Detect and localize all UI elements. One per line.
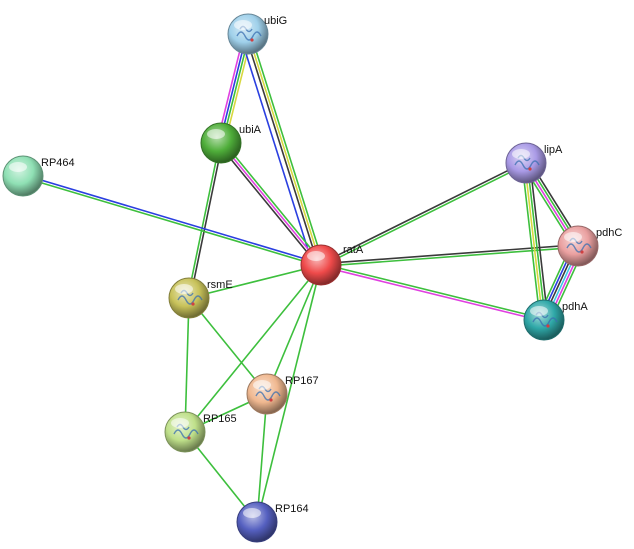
node-sphere[interactable] (300, 244, 342, 286)
node-sphere[interactable] (2, 155, 44, 197)
node-sphere[interactable] (168, 277, 210, 319)
node-highlight (175, 284, 193, 294)
edge-line-green (526, 162, 547, 320)
node-highlight (530, 306, 548, 316)
edge-line-green (321, 262, 545, 320)
edge-rsmE-RP165 (184, 297, 190, 433)
structure-dot-icon (528, 167, 532, 171)
edge-ubiG-ratA (239, 36, 315, 268)
edge-ratA-rsmE (188, 264, 322, 299)
edge-line-green (184, 297, 190, 433)
structure-dot-icon (187, 436, 191, 440)
edge-line-green (22, 176, 321, 268)
node-sphere[interactable] (227, 13, 269, 55)
edge-line-green (249, 32, 325, 265)
node-label: ubiA (239, 124, 262, 136)
node-sphere[interactable] (200, 122, 242, 164)
edge-line-magenta (220, 142, 322, 266)
edge-line-green (256, 393, 268, 523)
node-RP464[interactable]: RP464 (2, 155, 75, 197)
edge-line-green (222, 140, 324, 264)
edge-ubiA-ratA (218, 140, 324, 268)
node-pdhA[interactable]: pdhA (523, 299, 588, 341)
node-highlight (207, 129, 225, 139)
edge-line-green (256, 264, 322, 523)
edge-line-magenta (320, 265, 544, 323)
edge-lipA-pdhA (521, 162, 549, 321)
node-label: RP464 (41, 157, 75, 169)
node-highlight (171, 418, 189, 428)
node-label: pdhA (562, 301, 588, 313)
edge-line-green (521, 163, 541, 321)
edge-line-black (320, 161, 526, 265)
node-label: pdhC (596, 227, 622, 239)
node-highlight (253, 380, 271, 390)
edge-line-yellow (523, 163, 544, 321)
node-label: ubiG (264, 15, 287, 27)
node-RP165[interactable]: RP165 (164, 411, 237, 453)
edge-line-black (529, 162, 549, 320)
edge-ratA-RP164 (256, 264, 322, 523)
node-rsmE[interactable]: rsmE (168, 277, 233, 319)
edge-line-green (321, 163, 527, 267)
structure-dot-icon (191, 302, 195, 306)
node-sphere[interactable] (246, 373, 288, 415)
node-highlight (512, 149, 530, 159)
edge-line-green (184, 264, 322, 433)
edge-line-green (188, 264, 322, 299)
node-highlight (307, 251, 325, 261)
edge-rsmE-RP167 (188, 297, 268, 395)
edge-ubiA-rsmE (186, 142, 224, 299)
node-label: rsmE (207, 279, 233, 291)
structure-dot-icon (546, 324, 550, 328)
node-ubiG[interactable]: ubiG (227, 13, 287, 55)
node-RP164[interactable]: RP164 (236, 501, 309, 543)
edge-line-green (188, 297, 268, 395)
node-highlight (243, 508, 261, 518)
node-highlight (9, 162, 27, 172)
node-sphere[interactable] (523, 299, 565, 341)
node-highlight (234, 20, 252, 30)
edges-layer (22, 32, 585, 523)
edge-line-blue (23, 173, 322, 265)
node-label: RP164 (275, 503, 309, 515)
edge-line-green (266, 264, 322, 395)
edge-line-black (189, 143, 224, 299)
edge-ratA-RP165 (184, 264, 322, 433)
node-ratA[interactable]: ratA (300, 244, 364, 286)
node-label: RP165 (203, 413, 237, 425)
node-sphere[interactable] (505, 142, 547, 184)
node-RP167[interactable]: RP167 (246, 373, 319, 415)
edge-ratA-lipA (320, 161, 527, 267)
node-sphere[interactable] (557, 225, 599, 267)
node-label: ratA (343, 244, 364, 256)
node-lipA[interactable]: lipA (505, 142, 563, 184)
edge-line-black (244, 34, 320, 267)
node-sphere[interactable] (164, 411, 206, 453)
edge-ratA-RP167 (266, 264, 322, 395)
structure-dot-icon (580, 250, 584, 254)
edge-ubiG-ratA (244, 32, 325, 267)
node-sphere[interactable] (236, 501, 278, 543)
edge-ratA-pdhA (320, 262, 545, 323)
node-pdhC[interactable]: pdhC (557, 225, 622, 267)
edge-line-yellow (247, 33, 322, 266)
edge-RP464-ratA (22, 173, 322, 268)
node-highlight (564, 232, 582, 242)
edge-RP167-RP164 (256, 393, 268, 523)
edge-line-green (186, 142, 221, 298)
node-label: RP167 (285, 375, 319, 387)
nodes-layer: ubiG ubiA RP464 ratA lipA pdhC pdhA rsmE RP167RP… (2, 13, 622, 543)
structure-dot-icon (269, 398, 273, 402)
edge-line-black (218, 144, 320, 268)
edge-line-blue (239, 36, 315, 268)
structure-dot-icon (250, 38, 254, 42)
node-ubiA[interactable]: ubiA (200, 122, 262, 164)
node-label: lipA (544, 144, 563, 156)
